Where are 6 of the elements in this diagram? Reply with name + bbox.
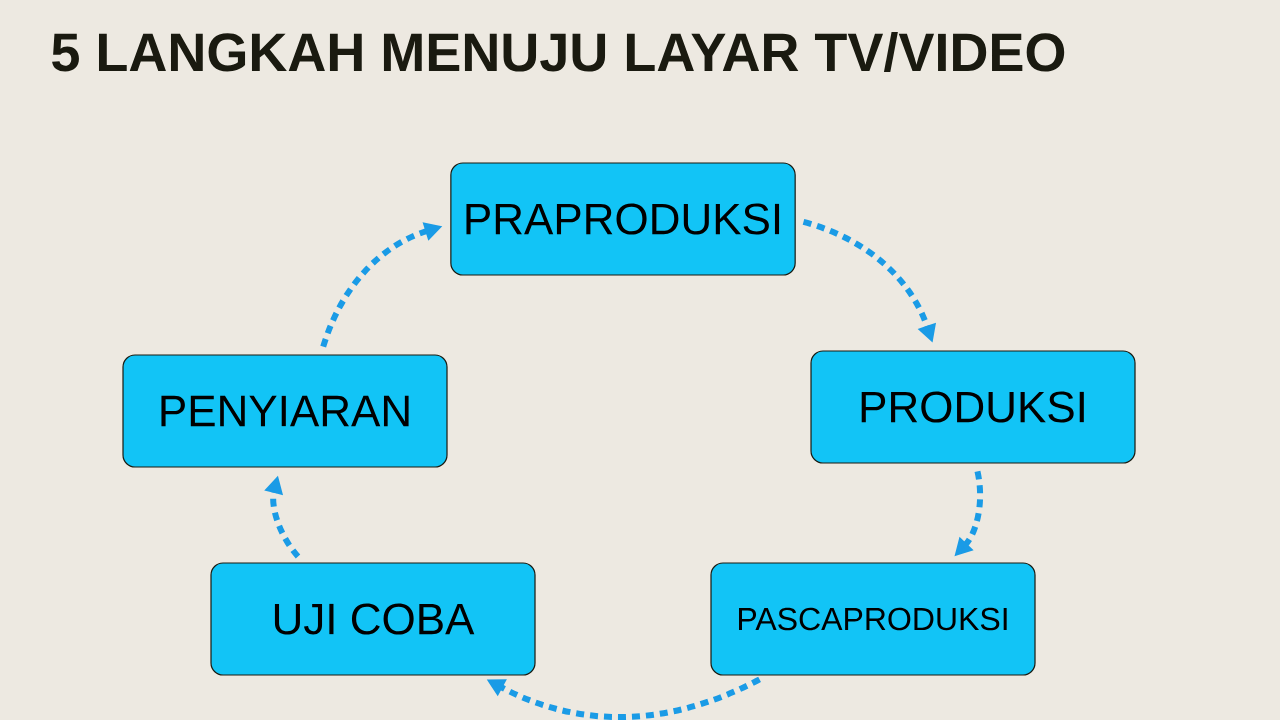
process-box: PASCAPRODUKSI <box>710 562 1036 676</box>
title: 5 LANGKAH MENUJU LAYAR TV/VIDEO <box>52 31 1065 73</box>
process-box: PRAPRODUKSI <box>450 162 796 276</box>
process-box: PENYIARAN <box>122 354 448 468</box>
process-box: PRODUKSI <box>810 350 1136 464</box>
process-box: UJI COBA <box>210 562 536 676</box>
